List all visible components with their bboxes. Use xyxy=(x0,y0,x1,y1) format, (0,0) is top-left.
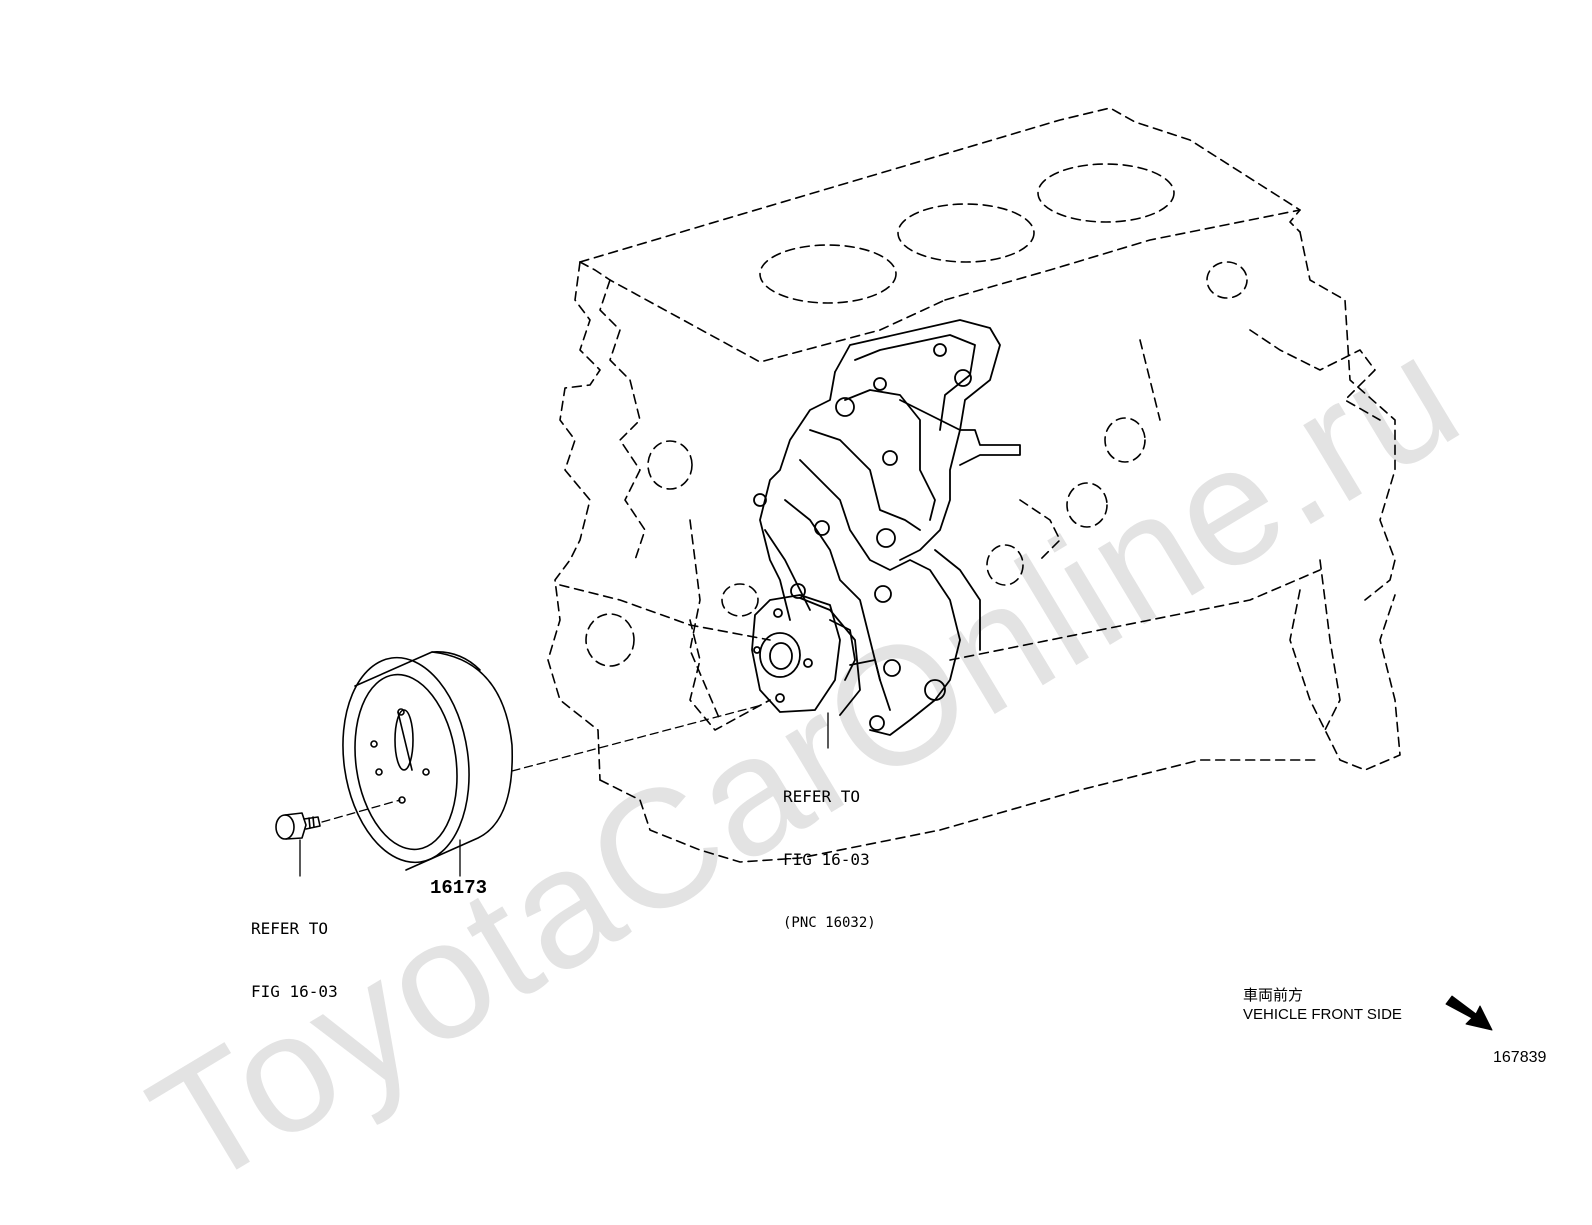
parts-diagram: ToyotaCarOnline.ru xyxy=(121,107,1547,1223)
bolt-refer-line2: FIG 16-03 xyxy=(251,982,338,1001)
water-pump-assembly xyxy=(751,319,1021,736)
assembly-lines xyxy=(321,704,763,823)
pump-refer-line1: REFER TO xyxy=(783,787,861,806)
pump-refer-line2: FIG 16-03 xyxy=(783,850,870,869)
bolt-part xyxy=(275,812,321,840)
pump-refer-label: REFER TO FIG 16-03 (PNC 16032) xyxy=(783,744,876,976)
bolt-refer-line1: REFER TO xyxy=(251,919,329,938)
figure-number: 167839 xyxy=(1493,1049,1547,1066)
vehicle-front-jp: 車両前方 xyxy=(1243,987,1304,1004)
pulley-part-number: 16173 xyxy=(430,877,488,899)
engine-diagram-drawing xyxy=(275,107,1493,1031)
pump-pnc-line: (PNC 16032) xyxy=(783,915,876,931)
vehicle-front-en: VEHICLE FRONT SIDE xyxy=(1243,1006,1402,1023)
leader-lines xyxy=(299,712,829,877)
engine-block-outline xyxy=(547,107,1401,863)
arrow-down-right-icon xyxy=(1445,995,1493,1031)
bolt-refer-label: REFER TO FIG 16-03 xyxy=(251,876,338,1044)
pulley-16173 xyxy=(342,651,514,871)
